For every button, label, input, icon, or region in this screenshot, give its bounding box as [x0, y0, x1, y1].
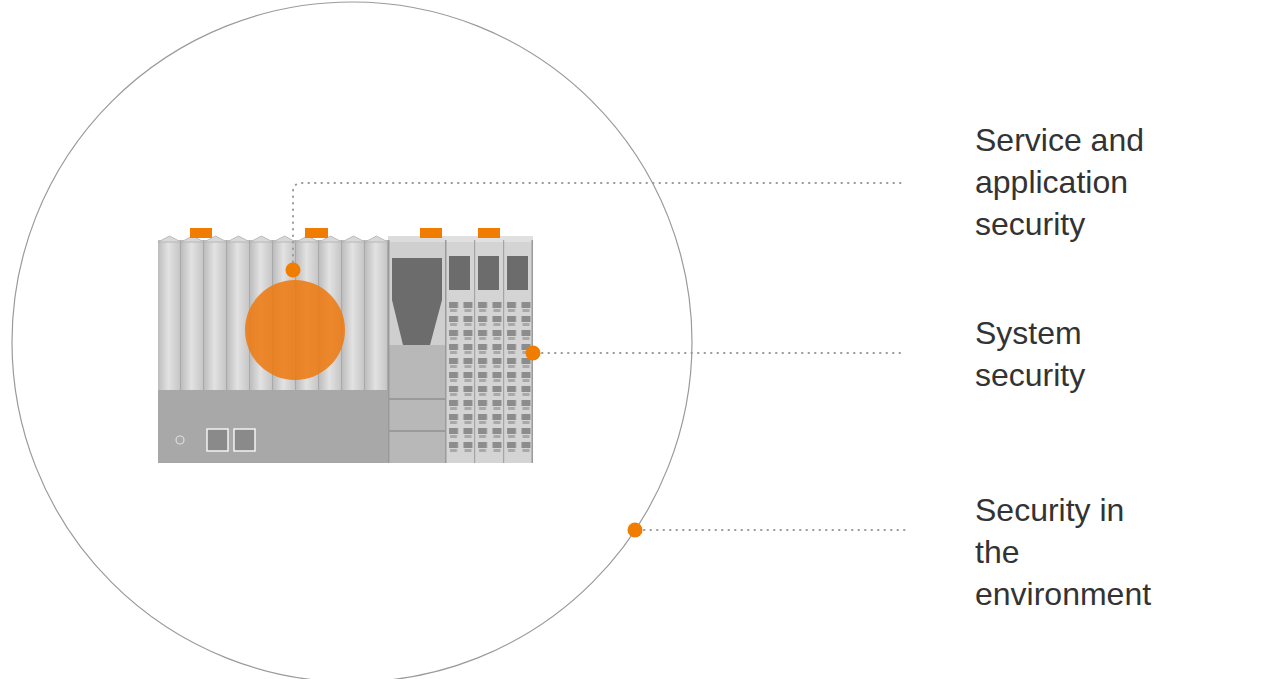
orange-tabs	[190, 228, 500, 238]
leader-lines	[293, 183, 905, 530]
coupler-module	[388, 236, 445, 463]
cpu-module	[158, 236, 388, 463]
io-modules	[445, 236, 533, 463]
callout-label: Service and application security	[975, 119, 1175, 245]
leader-dots	[286, 263, 643, 538]
callout-label: Security in the environment	[975, 489, 1175, 615]
environment-circle	[12, 2, 692, 679]
callout-label: System security	[975, 312, 1175, 396]
